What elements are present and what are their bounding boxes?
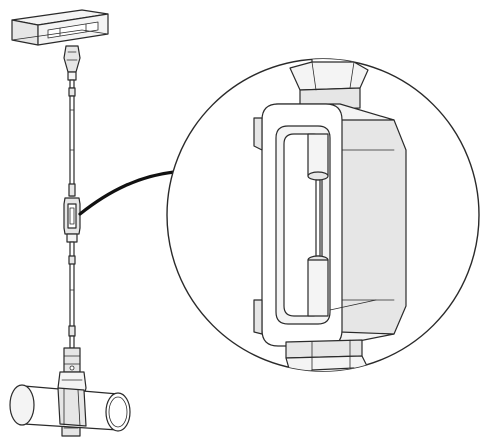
rod-coupling-lower — [63, 335, 81, 373]
turnbuckle — [63, 197, 81, 243]
pipe — [9, 384, 131, 432]
ceiling-channel-bracket — [11, 9, 109, 46]
leader-line — [78, 170, 176, 216]
detail-magnifier-circle — [166, 58, 480, 372]
rod-coupling-upper — [63, 45, 81, 81]
threaded-rod-lower — [68, 241, 76, 337]
threaded-rod-upper — [68, 79, 76, 197]
